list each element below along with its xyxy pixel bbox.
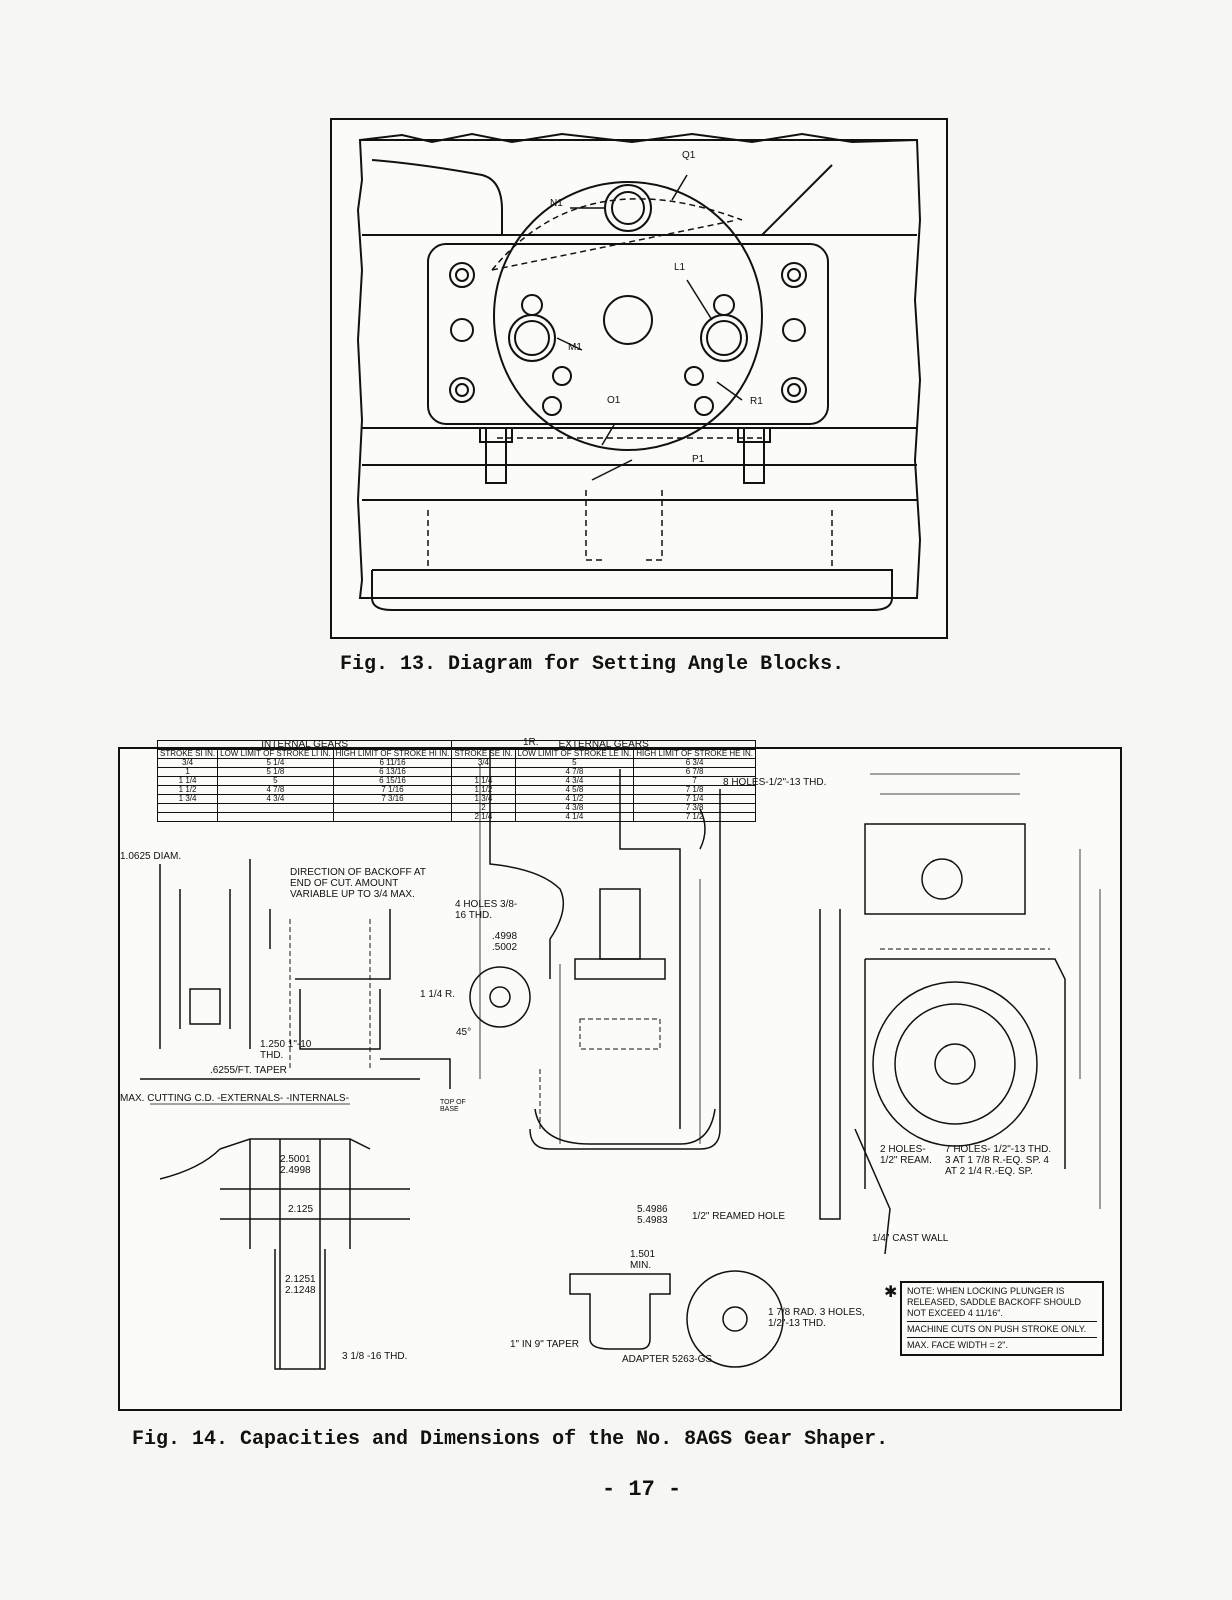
table-cell: 4 1/4 bbox=[514, 812, 635, 822]
taper9-label: 1" IN 9" TAPER bbox=[510, 1339, 579, 1350]
label-m: M1 bbox=[568, 342, 582, 353]
note-box: NOTE: WHEN LOCKING PLUNGER IS RELEASED, … bbox=[900, 1281, 1104, 1356]
adapter-label: ADAPTER 5263-GS bbox=[622, 1354, 713, 1365]
table-cell bbox=[217, 803, 334, 813]
radius-1r-label: 1R. bbox=[523, 737, 539, 748]
seven-holes-label: 7 HOLES- 1/2"-13 THD. 3 AT 1 7/8 R.-EQ. … bbox=[945, 1144, 1052, 1177]
min-dim: 1.501 MIN. bbox=[630, 1249, 656, 1271]
label-r: R1 bbox=[750, 396, 763, 407]
label-l: L1 bbox=[674, 262, 686, 273]
reamed-hole-label: 1/2" REAMED HOLE bbox=[692, 1211, 786, 1222]
table-cell bbox=[156, 812, 219, 822]
table-cell: 3/4 bbox=[451, 758, 516, 768]
cast-wall-label: 1/4" CAST WALL bbox=[872, 1233, 949, 1244]
table-cell: 7 1/2 bbox=[633, 812, 756, 822]
fig13-diagram: Q1 N1 L1 M1 O1 R1 P1 bbox=[330, 118, 948, 639]
gear-capacity-table: INTERNAL GEARS EXTERNAL GEARS STROKE SI … bbox=[156, 740, 756, 822]
table-cell bbox=[332, 812, 453, 822]
label-o: O1 bbox=[607, 395, 621, 406]
gear-shaper-drawing bbox=[140, 749, 1101, 1370]
table-cell: 4 3/4 bbox=[217, 794, 334, 804]
taper-label: .6255/FT. TAPER bbox=[210, 1065, 287, 1076]
table-cell: 1 3/4 bbox=[156, 794, 219, 804]
note-line-3: MAX. FACE WIDTH = 2". bbox=[907, 1337, 1097, 1351]
label-q: Q1 bbox=[682, 150, 696, 161]
spindle-dim: 2.5001 2.4998 bbox=[280, 1154, 311, 1176]
thread-label: 1.250 1"-10 THD. bbox=[260, 1039, 312, 1061]
page-number: - 17 - bbox=[602, 1477, 682, 1502]
note-line-2: MACHINE CUTS ON PUSH STROKE ONLY. bbox=[907, 1321, 1097, 1335]
bore-dim: .4998 .5002 bbox=[492, 931, 518, 953]
radius-label: 1 1/4 R. bbox=[420, 989, 456, 1000]
four-holes-label: 4 HOLES 3/8-16 THD. bbox=[455, 899, 518, 921]
table-cell bbox=[332, 803, 453, 813]
fig13-caption: Fig. 13. Diagram for Setting Angle Block… bbox=[340, 653, 845, 676]
eight-holes-label: 8 HOLES-1/2"-13 THD. bbox=[723, 777, 827, 788]
note-asterisk-icon: ✱ bbox=[884, 1284, 898, 1301]
note-line-1: NOTE: WHEN LOCKING PLUNGER IS RELEASED, … bbox=[907, 1286, 1082, 1318]
table-cell bbox=[156, 803, 219, 813]
diam-label: 1.0625 DIAM. bbox=[120, 851, 182, 862]
spindle-dim-b: 2.125 bbox=[288, 1204, 314, 1215]
label-n: N1 bbox=[550, 198, 563, 209]
table-cell: 2 1/4 bbox=[451, 812, 516, 822]
adapter-dim: 5.4986 5.4983 bbox=[637, 1204, 668, 1226]
max-cd-label: MAX. CUTTING C.D. -EXTERNALS- -INTERNALS… bbox=[120, 1093, 349, 1104]
fig14-diagram: INTERNAL GEARS EXTERNAL GEARS STROKE SI … bbox=[118, 737, 1122, 1411]
backoff-label: DIRECTION OF BACKOFF AT END OF CUT. AMOU… bbox=[290, 867, 426, 900]
top-of-base-label: TOP OF BASE bbox=[440, 1099, 466, 1113]
thread-316-label: 3 1/8 -16 THD. bbox=[342, 1351, 408, 1362]
spindle-dim-c: 2.1251 2.1248 bbox=[285, 1274, 316, 1296]
angle-block-drawing bbox=[356, 132, 922, 611]
two-holes-label: 2 HOLES- 1/2" REAM. bbox=[880, 1144, 932, 1166]
table-cell: 7 3/16 bbox=[332, 794, 453, 804]
label-p: P1 bbox=[692, 454, 705, 465]
table-cell bbox=[217, 812, 334, 822]
fig14-caption: Fig. 14. Capacities and Dimensions of th… bbox=[132, 1428, 889, 1451]
angle-label: 45° bbox=[456, 1027, 472, 1038]
three-holes-label: 1 7/8 RAD. 3 HOLES, 1/2"-13 THD. bbox=[768, 1307, 865, 1329]
